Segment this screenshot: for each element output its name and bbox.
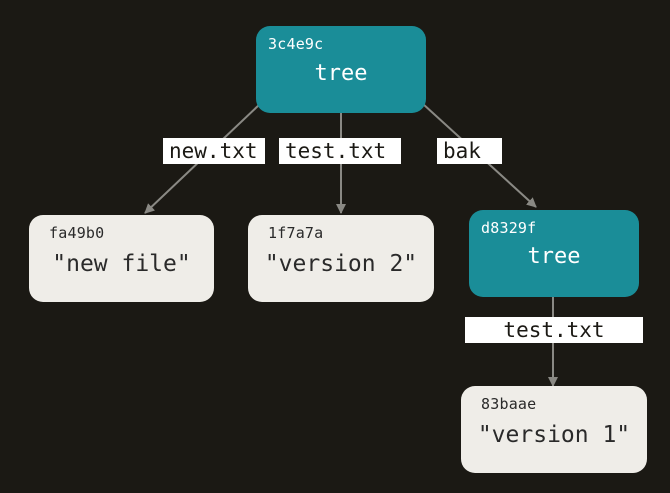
version1-blob-node: 83baae "version 1" <box>461 386 647 473</box>
root-tree-node: 3c4e9c tree <box>256 26 426 113</box>
bak-tree-label: tree <box>527 244 581 269</box>
edge-label-test-txt-bak: test.txt <box>465 317 643 343</box>
version1-blob-content: "version 1" <box>477 422 631 448</box>
version2-blob-hash: 1f7a7a <box>268 224 324 242</box>
edge-label-bak: bak <box>437 138 502 164</box>
version2-blob-content: "version 2" <box>264 251 418 277</box>
edge-label-test-txt-root: test.txt <box>279 138 401 164</box>
new-file-blob-content: "new file" <box>52 251 191 277</box>
version2-blob-node: 1f7a7a "version 2" <box>248 215 434 302</box>
edge-label-new-txt: new.txt <box>163 138 265 164</box>
new-file-blob-node: fa49b0 "new file" <box>29 215 214 302</box>
bak-tree-hash: d8329f <box>481 219 537 237</box>
bak-tree-node: d8329f tree <box>469 210 639 297</box>
version1-blob-hash: 83baae <box>481 395 537 413</box>
root-tree-hash: 3c4e9c <box>268 35 324 53</box>
root-tree-label: tree <box>314 61 368 86</box>
new-file-blob-hash: fa49b0 <box>49 224 105 242</box>
